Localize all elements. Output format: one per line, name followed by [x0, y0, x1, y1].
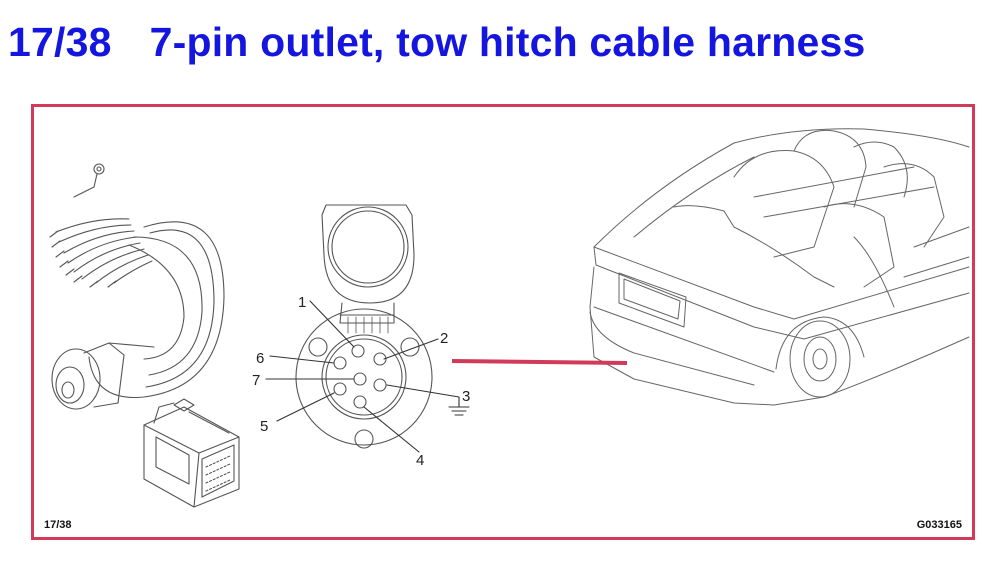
pin-3-socket — [373, 378, 387, 392]
pin-7-socket — [353, 372, 367, 386]
figure-code: G033165 — [916, 519, 962, 531]
pin-5-label: 5 — [260, 418, 268, 435]
diagram-canvas: 1 2 3 4 5 6 7 — [49, 128, 970, 508]
page-reference: 17/38 — [44, 519, 72, 531]
page-number: 17/38 — [8, 19, 112, 65]
pin-2-socket — [373, 352, 387, 366]
pin-1-socket — [351, 344, 365, 358]
pin-6-socket — [333, 356, 347, 370]
pin-6-label: 6 — [256, 350, 264, 367]
pin-4-socket — [353, 395, 367, 409]
page-title: 17/38 7-pin outlet, tow hitch cable harne… — [8, 14, 866, 70]
pin-3-label: 3 — [462, 388, 470, 405]
pin-4-label: 4 — [416, 452, 424, 469]
pin-1-label: 1 — [298, 294, 306, 311]
connector-line — [451, 359, 628, 365]
pin-7-label: 7 — [252, 372, 260, 389]
title-text: 7-pin outlet, tow hitch cable harness — [149, 19, 866, 65]
cable-harness-illustration — [49, 163, 240, 508]
pin-2-label: 2 — [440, 330, 448, 347]
outlet-illustration — [265, 204, 470, 453]
diagram-frame: 1 2 3 4 5 6 7 17/38 G033165 — [31, 104, 975, 540]
pin-5-socket — [333, 382, 347, 396]
car-illustration — [589, 128, 970, 406]
